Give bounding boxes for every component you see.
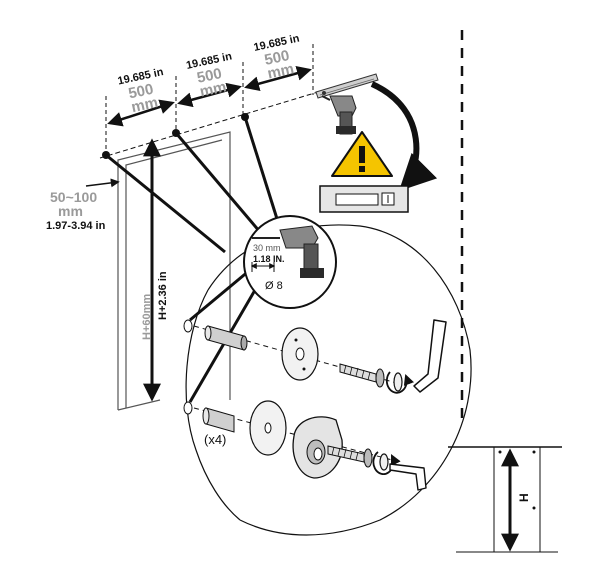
wall-plug-lower: [202, 407, 235, 433]
height-panel: [448, 446, 562, 553]
spacing-1-mm-value: 500: [127, 81, 155, 103]
drill-depth-inches: 1.18 IN.: [253, 254, 285, 264]
spacing-2-mm-value: 500: [195, 65, 223, 87]
drill-diameter: Ø 8: [265, 280, 283, 292]
spacing-label-3: 19.685 in 500 mm: [253, 32, 301, 82]
drill-depth-mm: 30 mm: [253, 243, 281, 253]
mounting-disc-upper: [281, 327, 319, 381]
ceiling-rail: [315, 73, 379, 99]
allen-key-lower-icon: [389, 463, 427, 491]
height-mm-label: H+60mm: [141, 294, 153, 340]
bracket-lower: [292, 416, 343, 479]
offset-dimension: 50~100 mm 1.97-3.94 in: [46, 178, 120, 232]
drill-depth-detail: [243, 215, 337, 309]
spacing-2-mm-unit: mm: [198, 78, 228, 100]
top-dimension-guides: [105, 44, 314, 150]
offset-inches: 1.97-3.94 in: [46, 220, 106, 232]
quantity-label: (x4): [204, 432, 226, 447]
wall-plug-upper: [204, 325, 248, 351]
top-dimension-arrows: [107, 65, 312, 127]
ceiling-line: [99, 91, 319, 159]
curved-arrow: [370, 81, 438, 192]
spacing-3-mm-unit: mm: [266, 60, 296, 82]
detail-circle-left-edge: [185, 289, 241, 521]
washer-upper: [385, 371, 415, 394]
door-frame: [117, 131, 231, 411]
spacing-3-mm-value: 500: [263, 47, 291, 69]
screw-lower: [327, 445, 373, 468]
offset-mm-unit: mm: [58, 203, 83, 219]
allen-key-icon: [413, 319, 447, 393]
washer-lower: [372, 451, 401, 475]
spacing-label-1: 19.685 in 500 mm: [117, 66, 165, 116]
screw-upper: [339, 363, 385, 388]
wall-holes: [183, 319, 193, 415]
mounting-disc-lower: [249, 400, 287, 456]
warning-icon: [331, 131, 393, 177]
height-inches-label: H+2.36 in: [157, 271, 169, 320]
offset-mm-value: 50~100: [50, 189, 97, 205]
spacing-label-2: 19.685 in 500 mm: [185, 50, 233, 100]
power-drill-icon: [321, 95, 357, 135]
height-h-label: H: [517, 493, 531, 502]
spacing-1-mm-unit: mm: [130, 94, 160, 116]
spirit-level-icon: [319, 185, 409, 213]
